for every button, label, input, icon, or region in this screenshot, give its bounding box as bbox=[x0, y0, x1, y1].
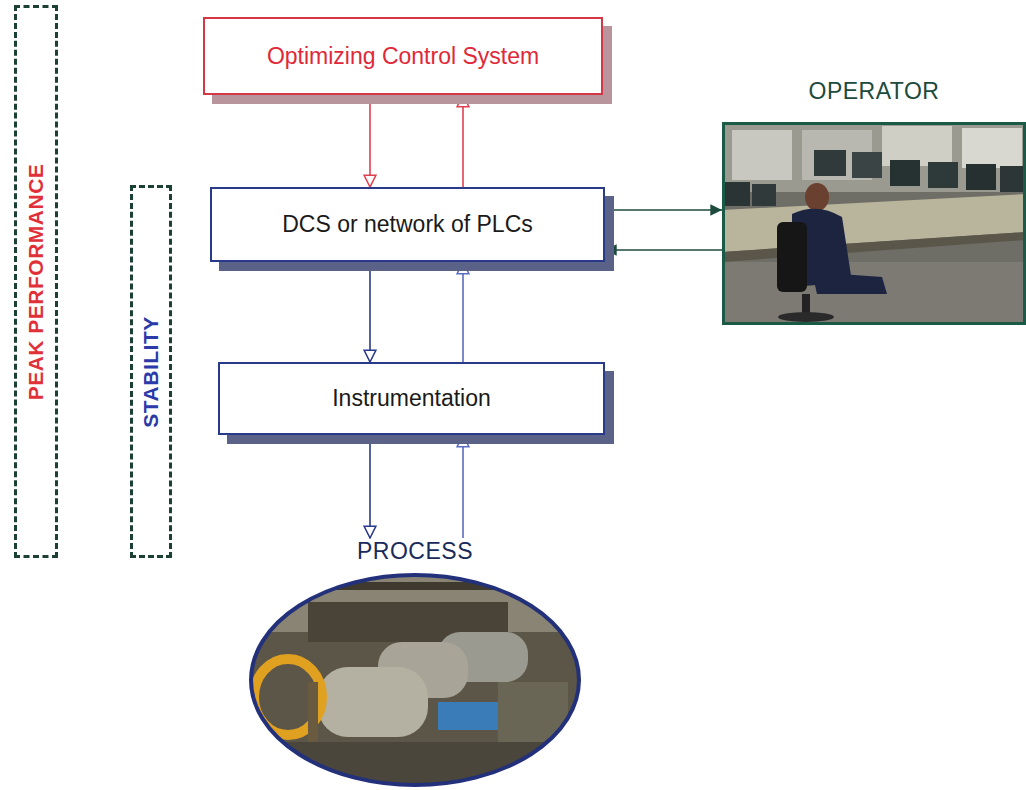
signal-arrow bbox=[462, 95, 464, 187]
bracket-label: STABILITY bbox=[139, 316, 163, 427]
grinding-mill-photo bbox=[248, 572, 582, 788]
box-label: DCS or network of PLCs bbox=[282, 211, 533, 238]
operator-panel: OPERATOR bbox=[722, 78, 1026, 325]
signal-arrow bbox=[462, 262, 464, 362]
process-box: Optimizing Control System bbox=[203, 17, 603, 95]
process-box: Instrumentation bbox=[218, 362, 605, 435]
control-room-photo bbox=[722, 122, 1026, 325]
bracket-box: STABILITY bbox=[130, 185, 172, 558]
box-label: Instrumentation bbox=[332, 385, 491, 412]
photo-frame bbox=[722, 122, 1026, 325]
panel-heading: OPERATOR bbox=[722, 78, 1026, 105]
process-photo: PROCESS bbox=[248, 538, 582, 788]
signal-arrow bbox=[462, 435, 464, 538]
panel-heading: PROCESS bbox=[248, 538, 582, 565]
signal-arrow bbox=[605, 209, 722, 211]
signal-arrow bbox=[605, 249, 722, 251]
signal-arrow bbox=[369, 435, 371, 538]
signal-arrow bbox=[369, 95, 371, 187]
process-box: DCS or network of PLCs bbox=[210, 187, 605, 262]
bracket-label: PEAK PERFORMANCE bbox=[24, 163, 48, 400]
box-label: Optimizing Control System bbox=[267, 43, 539, 70]
bracket-box: PEAK PERFORMANCE bbox=[14, 5, 58, 558]
signal-arrow bbox=[369, 262, 371, 362]
